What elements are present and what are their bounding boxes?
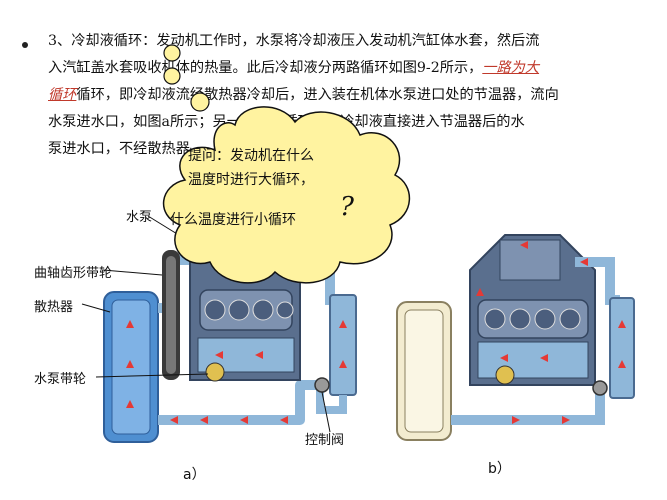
label-crank-pulley: 曲轴齿形带轮 [34,266,113,281]
bubble-text-line-2: 温度时进行大循环， [188,172,314,188]
bubble-text-line-1: 提问：发动机在什么 [188,148,314,164]
label-water-pump: 水泵 [126,210,153,225]
flow-arrows-b [476,241,626,424]
flow-arrows-a [126,320,347,424]
coolant-pipe-a [158,380,320,425]
highlight-big-cycle: 一路为大 [482,60,540,76]
paragraph-line-2: 入汽缸盖水套吸收机体的热量。此后冷却液分两路循环如图9-2所示，一路为大 [48,55,648,82]
figure-a [81,215,357,443]
caption-b: b） [488,461,511,477]
label-control-valve: 控制阀 [305,433,345,448]
paragraph-line-2-text: 入汽缸盖水套吸收机体的热量。此后冷却液分两路循环如图9-2所示， [48,60,483,76]
bullet-dot [22,42,28,48]
question-mark: ? [340,192,354,222]
highlight-cycle-start: 循环 [48,87,77,103]
coolant-pipe-b [451,390,605,425]
caption-a: a） [183,467,206,483]
label-pump-pulley: 水泵带轮 [34,372,87,387]
thought-bubble [163,44,411,284]
label-radiator: 散热器 [34,300,74,315]
figure-b [396,234,635,441]
paragraph-line-5: 泵进水口，不经散热器。 [48,141,205,157]
bubble-text-line-3: 什么温度进行小循环 [170,212,296,228]
